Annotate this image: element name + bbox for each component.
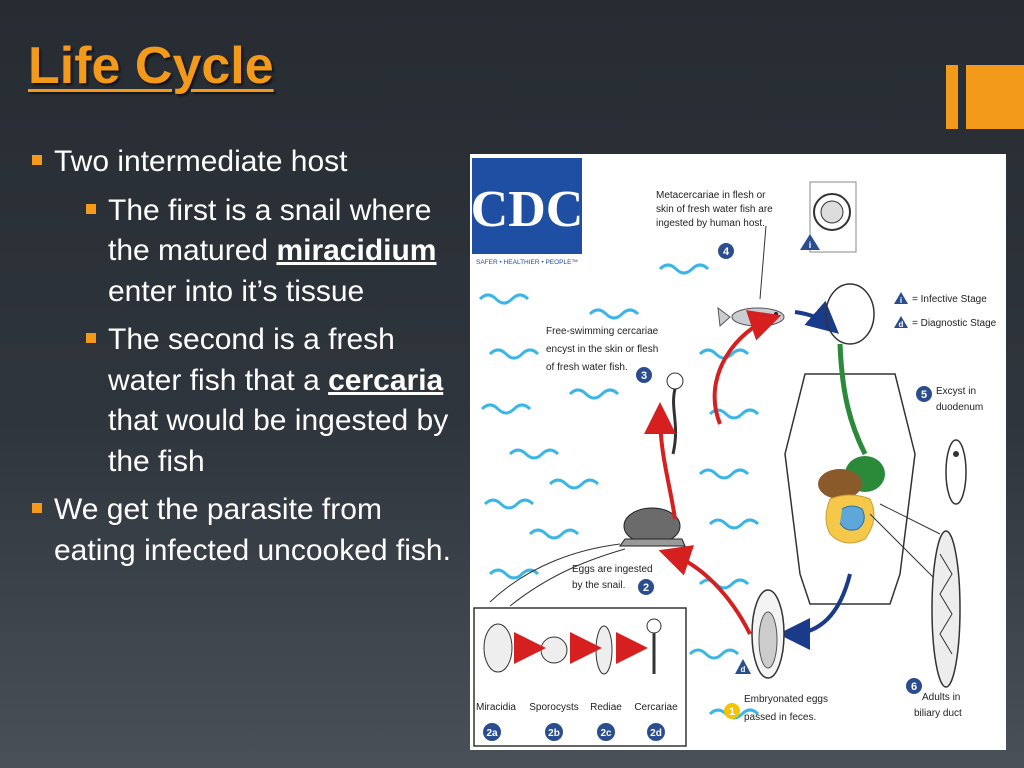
svg-text:4: 4 bbox=[723, 246, 730, 258]
accent-block bbox=[966, 65, 1024, 129]
svg-text:d: d bbox=[741, 665, 746, 674]
red-arrow-snail-to-cercariae bbox=[644, 402, 677, 520]
red-arrow-eggs-to-snail bbox=[658, 545, 752, 635]
red-arrow-cercariae-to-fish bbox=[712, 310, 782, 425]
human-body-icon bbox=[784, 283, 916, 605]
cdc-tagline: SAFER • HEALTHIER • PEOPLE™ bbox=[476, 259, 578, 266]
snail-icon bbox=[619, 507, 686, 547]
svg-text:2: 2 bbox=[643, 582, 649, 594]
svg-text:2b: 2b bbox=[548, 728, 560, 739]
pointer-line bbox=[759, 225, 767, 300]
excysted-larva-icon bbox=[945, 439, 967, 505]
bullet-text: Two intermediate host bbox=[54, 145, 348, 178]
bullet-text: We get the parasite from eating infected… bbox=[54, 493, 451, 567]
infective-stage-icon bbox=[894, 292, 908, 304]
bullet-list: Two intermediate host The first is a sna… bbox=[30, 142, 462, 579]
bullet-text-post: that would be ingested by the fish bbox=[108, 404, 449, 478]
stage-4-caption: Metacercariae in flesh or skin of fresh … bbox=[656, 190, 773, 259]
life-cycle-diagram: CDC SAFER • HEALTHIER • PEOPLE™ Metacerc… bbox=[470, 154, 1006, 750]
bullet-square-icon bbox=[86, 203, 96, 214]
miracidia-icon bbox=[483, 623, 513, 673]
accent-bar bbox=[946, 65, 958, 129]
bullet-transmission: We get the parasite from eating infected… bbox=[30, 490, 462, 571]
cercaria-icon bbox=[666, 372, 684, 455]
svg-text:2d: 2d bbox=[650, 728, 662, 739]
svg-text:d: d bbox=[899, 320, 904, 329]
svg-text:Embryonated eggs: Embryonated eggs bbox=[744, 694, 828, 705]
svg-text:by the snail.: by the snail. bbox=[572, 580, 625, 591]
svg-text:5: 5 bbox=[921, 389, 927, 401]
bullet-text-pre: The second is a fresh water fish that a bbox=[108, 323, 395, 397]
embryonated-egg-icon: d bbox=[735, 589, 785, 679]
svg-text:3: 3 bbox=[641, 370, 647, 382]
svg-text:i: i bbox=[809, 240, 812, 250]
cercariae-icon bbox=[646, 618, 662, 634]
svg-text:1: 1 bbox=[729, 706, 735, 718]
svg-text:duodenum: duodenum bbox=[936, 402, 983, 413]
svg-text:encyst in the skin or flesh: encyst in the skin or flesh bbox=[546, 344, 658, 355]
fish-icon bbox=[717, 306, 785, 328]
svg-text:of fresh water fish.: of fresh water fish. bbox=[546, 362, 628, 373]
rediae-icon bbox=[595, 625, 613, 675]
diagnostic-stage-icon bbox=[894, 316, 908, 328]
stage-4-badge bbox=[718, 243, 734, 259]
blue-arrow-fish-to-human bbox=[794, 300, 840, 334]
bullet-square-icon bbox=[86, 333, 96, 343]
stage-6-caption: 6 Adults in biliary duct bbox=[906, 678, 962, 719]
legend: i = Infective Stage d = Diagnostic Stage bbox=[894, 292, 997, 329]
svg-text:= Diagnostic Stage: = Diagnostic Stage bbox=[912, 318, 997, 329]
keyword-miracidium: miracidium bbox=[276, 234, 437, 267]
water-waves bbox=[478, 263, 760, 720]
metacercaria-cyst-icon: i bbox=[800, 181, 857, 253]
svg-text:Sporocysts: Sporocysts bbox=[529, 702, 578, 713]
svg-text:Miracidia: Miracidia bbox=[476, 702, 516, 713]
svg-text:Adults in: Adults in bbox=[922, 692, 960, 703]
svg-text:ingested by human host.: ingested by human host. bbox=[656, 218, 765, 229]
bullet-fish-host: The second is a fresh water fish that a … bbox=[84, 320, 462, 482]
svg-text:Eggs are ingested: Eggs are ingested bbox=[572, 564, 653, 575]
snail-substages-box: Miracidia Sporocysts Rediae Cercariae 2a… bbox=[473, 607, 687, 747]
svg-text:Free-swimming cercariae: Free-swimming cercariae bbox=[546, 326, 659, 337]
stage-5-caption: 5 Excyst in duodenum bbox=[916, 386, 983, 413]
svg-text:Excyst in: Excyst in bbox=[936, 386, 976, 397]
svg-text:skin of fresh water fish are: skin of fresh water fish are bbox=[656, 204, 773, 215]
bullet-text-pre: The first is a snail where the matured bbox=[108, 193, 432, 268]
cdc-logo-text: CDC bbox=[471, 181, 584, 238]
svg-text:Metacercariae in flesh or: Metacercariae in flesh or bbox=[656, 190, 766, 201]
slide-title: Life Cycle bbox=[28, 37, 274, 95]
stage-2-badge bbox=[638, 579, 654, 595]
blue-arrow-adult-to-eggs bbox=[778, 573, 852, 650]
stage-5-badge bbox=[916, 386, 932, 402]
svg-text:= Infective Stage: = Infective Stage bbox=[912, 294, 987, 305]
svg-text:i: i bbox=[900, 296, 902, 305]
svg-text:passed in feces.: passed in feces. bbox=[744, 712, 816, 723]
stage-3-caption: Free-swimming cercariae encyst in the sk… bbox=[546, 326, 659, 383]
stage-1-badge bbox=[724, 703, 740, 719]
bullet-intermediate-hosts: Two intermediate host bbox=[30, 142, 462, 183]
svg-text:Cercariae: Cercariae bbox=[634, 702, 678, 713]
svg-text:biliary duct: biliary duct bbox=[914, 708, 962, 719]
stage-3-badge bbox=[636, 367, 652, 383]
bullet-snail-host: The first is a snail where the matured m… bbox=[84, 191, 462, 313]
keyword-cercaria: cercaria bbox=[328, 363, 444, 397]
bullet-square-icon bbox=[32, 155, 42, 165]
svg-text:2a: 2a bbox=[486, 728, 498, 739]
stage-2-caption: Eggs are ingested by the snail. 2 bbox=[572, 564, 654, 595]
bullet-text-post: enter into it’s tissue bbox=[108, 274, 365, 308]
stage-1-caption: 1 Embryonated eggs passed in feces. bbox=[724, 694, 828, 723]
svg-text:Rediae: Rediae bbox=[590, 702, 622, 713]
cdc-logo: CDC SAFER • HEALTHIER • PEOPLE™ bbox=[471, 158, 584, 266]
stage-6-badge bbox=[906, 678, 922, 694]
svg-text:2c: 2c bbox=[600, 728, 612, 739]
adult-fluke-icon bbox=[931, 530, 961, 688]
sporocysts-icon bbox=[540, 636, 568, 664]
svg-text:6: 6 bbox=[911, 681, 917, 693]
bullet-square-icon bbox=[32, 503, 42, 513]
